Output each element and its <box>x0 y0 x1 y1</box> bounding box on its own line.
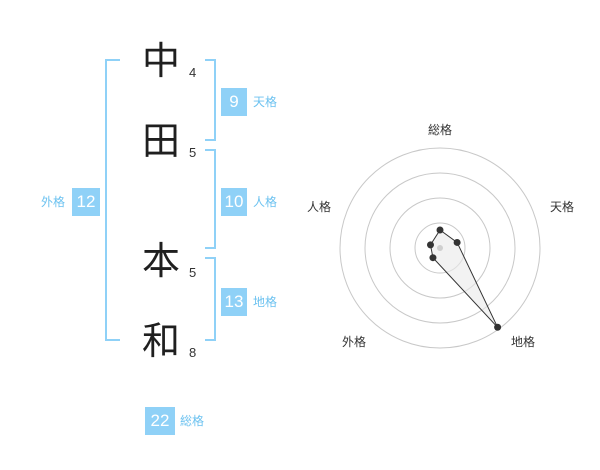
radar-ring-4 <box>339 147 541 349</box>
tenkaku-label: 天格 <box>253 95 278 109</box>
jinkaku-bracket <box>205 149 216 249</box>
tenkaku-bracket <box>205 59 216 141</box>
stroke-count-2: 5 <box>189 145 197 160</box>
radar-series-polygon <box>429 229 499 328</box>
jinkaku-value: 10 <box>221 188 247 216</box>
radar-ring-2 <box>389 197 491 299</box>
radar-ring-3 <box>364 172 516 324</box>
radar-label-gaikaku: 外格 <box>342 335 367 349</box>
chikaku-value: 13 <box>221 288 247 316</box>
stroke-count-3: 5 <box>189 265 197 280</box>
stroke-count-1: 4 <box>189 65 197 80</box>
gaikaku-label: 外格 <box>41 195 66 209</box>
radar-point-3 <box>494 323 502 331</box>
radar-point-4 <box>429 254 437 262</box>
stroke-count-4: 8 <box>189 345 197 360</box>
jinkaku-label: 人格 <box>253 195 278 209</box>
chikaku-bracket <box>205 257 216 341</box>
radar-point-2 <box>453 238 461 246</box>
radar-center-point <box>437 245 443 251</box>
name-char-3: 本 <box>142 239 181 283</box>
radar-label-chikaku: 地格 <box>511 335 536 349</box>
radar-label-tenkaku: 天格 <box>550 200 575 214</box>
soukaku-label: 総格 <box>180 414 205 428</box>
radar-label-jinkaku: 人格 <box>307 200 332 214</box>
gaikaku-bracket <box>105 59 120 341</box>
radar-ring-1 <box>414 222 466 274</box>
radar-point-5 <box>426 241 434 249</box>
radar-chart <box>339 147 541 349</box>
name-char-4: 和 <box>142 319 181 363</box>
tenkaku-value: 9 <box>221 88 247 116</box>
gaikaku-value: 12 <box>72 188 100 216</box>
name-char-2: 田 <box>142 119 181 163</box>
soukaku-value: 22 <box>145 407 175 435</box>
chikaku-label: 地格 <box>253 295 278 309</box>
radar-point-1 <box>436 226 444 234</box>
radar-label-soukaku: 総格 <box>428 123 453 137</box>
name-char-1: 中 <box>142 39 181 83</box>
